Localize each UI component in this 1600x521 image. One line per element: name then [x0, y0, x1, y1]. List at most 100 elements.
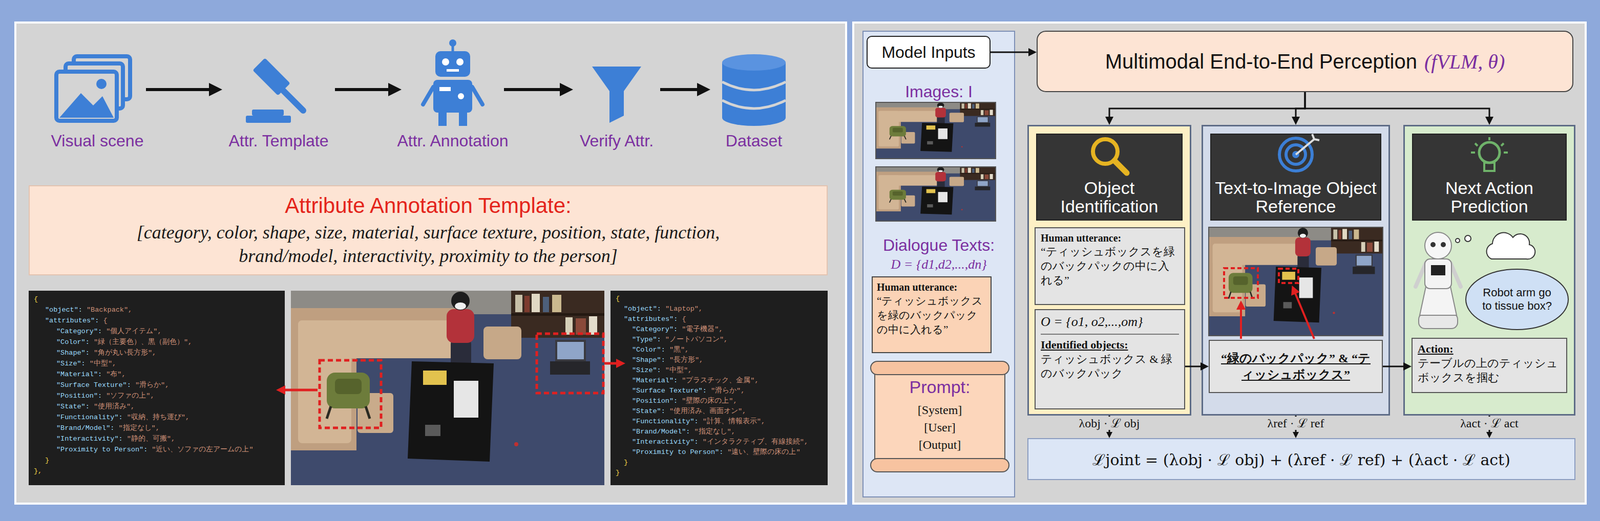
code-key: "Functionality": — [632, 417, 699, 426]
code-line: } — [615, 468, 823, 479]
code-line: "Type": "ノートパソコン", — [615, 334, 823, 346]
gavel-icon — [274, 81, 304, 111]
code-line: "Size": "中型", — [33, 358, 280, 370]
code-line: "Functionality": "計算、情報表示", — [615, 416, 823, 428]
code-line: "Functionality": "収納、持ち運び", — [33, 412, 280, 424]
scene-photo — [536, 333, 604, 394]
scene-icon — [73, 56, 131, 100]
red-pointer-arrow — [280, 389, 318, 392]
scene-icon — [56, 71, 117, 121]
gavel-icon — [245, 115, 291, 123]
code-key: "Size": — [56, 360, 86, 368]
code-line: "Category": "電子機器", — [615, 324, 823, 335]
magnifier-icon — [1092, 139, 1118, 164]
template-text: [category, color, shape, size, material,… — [90, 220, 767, 268]
thought-cloud — [1486, 233, 1535, 260]
code-key: "Interactivity": — [632, 438, 699, 447]
lightbulb-icon — [1484, 162, 1495, 172]
code-line: "Color": "緑（主要色）、黒（副色）", — [33, 337, 280, 348]
edge-label: λobj · ℒ obj — [1077, 416, 1143, 431]
code-key: "attributes": — [45, 317, 99, 325]
reference-box: “緑のバックパック” & “ティッシュボックス” — [1208, 340, 1383, 394]
target-icon — [1295, 139, 1315, 155]
input-image — [875, 102, 996, 159]
robot-illustration — [1440, 242, 1446, 248]
robot-illustration — [1424, 232, 1452, 260]
robot-icon — [439, 87, 451, 92]
code-value: "中型", — [661, 366, 692, 375]
code-line: }, — [33, 466, 280, 477]
code-line: "Proximity to Person": "近い、ソファの左アームの上" — [33, 444, 280, 456]
template-text: Attribute Annotation Template: — [284, 193, 572, 219]
model-title: (fVLM, θ) — [1424, 49, 1505, 74]
code-brace: }, — [33, 467, 42, 476]
code-key: "Brand/Model": — [632, 428, 690, 436]
code-value: "計算、情報表示", — [698, 417, 766, 426]
code-value: "インタラクティブ、有線接続", — [698, 438, 809, 447]
code-line: "Category": "個人アイテム", — [33, 326, 280, 338]
code-line: "Position": "壁際の床の上", — [615, 396, 823, 407]
code-key: "State": — [632, 407, 666, 416]
code-line: "Shape": "長方形", — [615, 355, 823, 366]
target-icon — [1292, 151, 1300, 159]
code-key: "Position": — [56, 392, 102, 400]
robot-icon — [435, 51, 471, 77]
code-value: "中型", — [85, 360, 117, 368]
robot-illustration — [1430, 242, 1436, 248]
robot-icon — [423, 39, 483, 126]
template-box: Attribute Annotation Template:[category,… — [28, 185, 828, 276]
robot-icon — [433, 79, 473, 113]
magnifier-icon — [1092, 139, 1127, 174]
code-key: "Position": — [632, 397, 678, 406]
code-line: "Color": "黒", — [615, 345, 823, 356]
code-key: "Color": — [632, 346, 666, 354]
robot-icon — [449, 39, 457, 47]
connector-arrow — [503, 88, 564, 92]
box-title: Model Inputs — [881, 43, 976, 62]
code-line: "Shape": "角が丸い長方形", — [33, 347, 280, 359]
panel-title: Text-to-Image Object Reference — [1214, 178, 1378, 216]
scene-icon — [96, 78, 107, 90]
header-bar: Next Action Prediction — [1412, 133, 1567, 221]
code-line: { — [33, 293, 280, 305]
code-value: "黒", — [665, 346, 689, 354]
code-key: "Category": — [56, 327, 102, 336]
pipeline-step: Attr. Template — [222, 51, 335, 129]
object-text: ティッシュボックス & 緑のバックパック — [1040, 352, 1180, 382]
gavel-icon — [252, 57, 291, 96]
code-line: "attributes": { — [33, 315, 280, 327]
code-line: "Position": "ソファの上", — [33, 390, 280, 402]
input-image — [875, 102, 996, 222]
code-brace: } — [615, 469, 620, 477]
code-value: "長方形", — [665, 356, 704, 365]
pipeline-step: Verify Attr. — [573, 51, 661, 129]
code-value: "ソファの上", — [101, 392, 155, 400]
code-line: "attributes": { — [615, 314, 823, 325]
lightbulb-icon — [1470, 137, 1508, 153]
code-key: "Brand/Model": — [56, 424, 115, 433]
code-line: } — [33, 455, 280, 467]
code-key: "attributes": — [623, 315, 678, 324]
code-value: "収納、持ち運び", — [122, 413, 190, 422]
reference-image — [1208, 227, 1383, 336]
code-value: "個人アイテム", — [101, 327, 162, 336]
code-panel: {"object": "Backpack","attributes": {"Ca… — [28, 290, 285, 486]
target-icon — [1279, 134, 1320, 172]
gavel-icon — [252, 57, 291, 96]
scene-icon — [56, 56, 131, 121]
prompt-text: Prompt: — [909, 376, 971, 398]
pipeline-step: Visual scene — [48, 51, 146, 129]
code-value: "角が丸い長方形", — [89, 349, 157, 357]
code-value: "壁際の床の上", — [677, 397, 738, 406]
edge-label: λref · ℒ ref — [1265, 416, 1327, 431]
code-value: "Backpack", — [82, 306, 133, 314]
code-brace: } — [623, 458, 628, 467]
robot-illustration — [1415, 232, 1461, 329]
funnel-icon — [592, 66, 642, 123]
step-label: Dataset — [648, 131, 859, 151]
task-panel: Text-to-Image Object Reference “緑のバックパック”… — [1201, 124, 1391, 416]
code-value: { — [677, 315, 686, 324]
connector-arrow — [1295, 415, 1297, 435]
header-bar: Text-to-Image Object Reference — [1210, 133, 1382, 221]
